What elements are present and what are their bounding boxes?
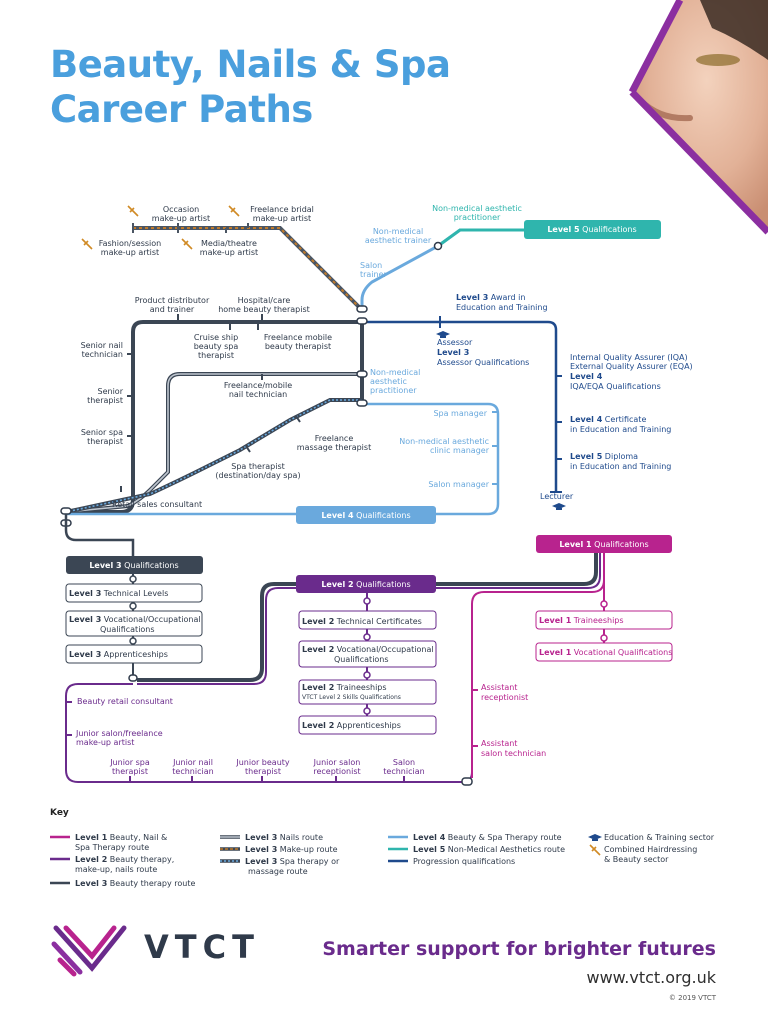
key-heading: Key: [50, 808, 69, 818]
l1-qual-vocational: Level 1 Vocational Qualifications: [539, 648, 672, 657]
graduation-cap-icon: [588, 834, 602, 841]
level4-badge: Level 4 Qualifications: [321, 511, 410, 520]
key-nails-route: Level 3 Nails route: [245, 833, 323, 842]
level5-badge: Level 5 Qualifications: [547, 225, 636, 234]
brush-icon: [228, 205, 240, 217]
graduation-cap-icon: [436, 331, 450, 338]
l2-qual-technical: Level 2 Technical Certificates: [302, 617, 422, 626]
level3-beauty-route: [66, 314, 364, 514]
key-l4-route: Level 4 Beauty & Spa Therapy route: [413, 833, 562, 842]
makeup-brush-icons: [81, 205, 240, 250]
key-l5-route: Level 5 Non-Medical Aesthetics route: [413, 845, 565, 854]
key-makeup-route: Level 3 Make-up route: [245, 845, 338, 854]
key-l2-route: Level 2 Beauty therapy,make-up, nails ro…: [75, 855, 174, 874]
title-line-1: Beauty, Nails & Spa: [50, 43, 451, 86]
footer-copyright: © 2019 VTCT: [668, 994, 716, 1002]
makeup-route: [132, 223, 364, 312]
spa-massage-route: [65, 398, 362, 514]
vtct-brand-name: VTCT: [144, 928, 260, 966]
l3-qual-technical: Level 3 Technical Levels: [69, 589, 168, 598]
brush-icon: [589, 844, 601, 856]
l1-qual-traineeships: Level 1 Traineeships: [539, 616, 624, 625]
l3-qual-apprenticeships: Level 3 Apprenticeships: [69, 650, 168, 659]
title-line-2: Career Paths: [50, 88, 313, 131]
vtct-logo-mark: [51, 925, 127, 977]
interchanges: [60, 305, 368, 527]
graduation-cap-icon: [552, 503, 566, 510]
label-spa-therapist: Spa therapist(destination/day spa): [215, 462, 300, 480]
brush-icon: [81, 238, 93, 250]
level4-route: [66, 402, 500, 524]
key-education-sector: Education & Training sector: [604, 833, 715, 842]
l2-qual-apprenticeships: Level 2 Apprenticeships: [302, 721, 401, 730]
level3-badge: Level 3 Qualifications: [89, 561, 178, 570]
footer-url[interactable]: www.vtct.org.uk: [586, 968, 716, 987]
brush-icon: [127, 205, 139, 217]
level1-route: [471, 535, 673, 778]
level2-route: [65, 552, 601, 786]
level5-route: [360, 220, 661, 308]
footer-tagline: Smarter support for brighter futures: [322, 938, 716, 960]
level1-badge: Level 1 Qualifications: [559, 540, 648, 549]
label-salon-manager: Salon manager: [428, 480, 489, 489]
brush-icon: [181, 238, 193, 250]
label-lecturer: Lecturer: [540, 492, 574, 501]
key-progression: Progression qualifications: [413, 857, 515, 866]
label-spa-manager: Spa manager: [433, 409, 487, 418]
label-retail-sales: Retail sales consultant: [112, 500, 202, 509]
page-title: Beauty, Nails & Spa Career Paths: [50, 42, 451, 132]
label-iqa-eqa: Internal Quality Assurer (IQA)External Q…: [570, 353, 693, 371]
label-beauty-retail: Beauty retail consultant: [77, 697, 173, 706]
model-portrait-image: [628, 0, 768, 235]
level3-quals-route: [64, 514, 203, 682]
nails-route: [65, 372, 362, 514]
key-l1-route: Level 1 Beauty, Nail &Spa Therapy route: [75, 833, 167, 852]
key-legend: Level 1 Beauty, Nail &Spa Therapy route …: [50, 833, 715, 888]
progression-route: [362, 316, 566, 510]
key-l3-beauty-route: Level 3 Beauty therapy route: [75, 879, 195, 888]
key-hair-beauty-sector: Combined Hairdressing& Beauty sector: [604, 845, 697, 864]
level2-badge: Level 2 Qualifications: [321, 580, 410, 589]
